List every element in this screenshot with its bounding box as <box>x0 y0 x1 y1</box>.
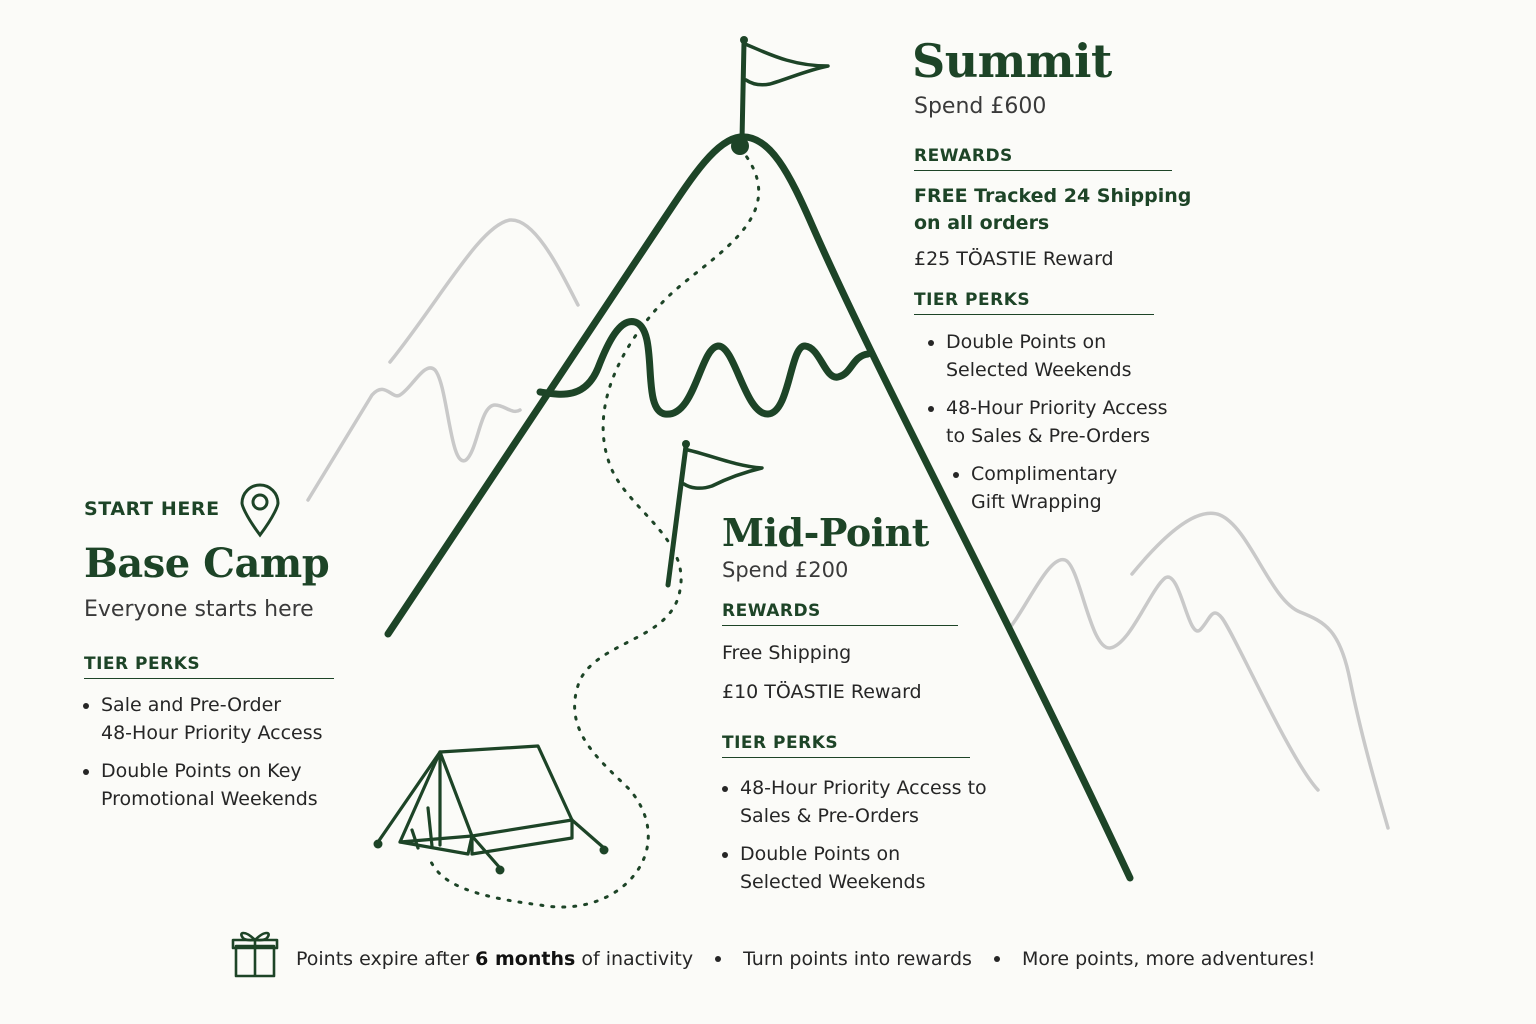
basecamp-title: Base Camp <box>84 540 330 587</box>
basecamp-subtitle: Everyone starts here <box>84 597 314 622</box>
tent-icon <box>376 744 606 870</box>
footer-notes: Points expire after 6 months of inactivi… <box>232 934 1316 984</box>
summit-title: Summit <box>912 34 1112 88</box>
footer-separator <box>993 956 1000 962</box>
footer-item-3: More points, more adventures! <box>1021 948 1316 970</box>
flag-icon <box>665 443 764 588</box>
midpoint-reward-1: Free Shipping <box>722 642 852 664</box>
summit-rewards: FREE Tracked 24 Shipping on all orders £… <box>914 183 1191 273</box>
footer-separator <box>715 956 722 962</box>
summit-spend: Spend £600 <box>914 94 1047 119</box>
flag-icon <box>739 39 830 143</box>
gift-icon <box>231 931 279 978</box>
main-mountain <box>384 133 1134 882</box>
location-pin-icon <box>240 483 280 538</box>
basecamp-kicker: START HERE <box>84 498 220 520</box>
midpoint-reward-2: £10 TÖASTIE Reward <box>722 681 922 703</box>
summit-reward-2: £25 TÖASTIE Reward <box>914 248 1114 270</box>
summit-marker <box>731 137 749 155</box>
summit-perks-heading: TIER PERKS <box>914 290 1154 315</box>
footer-expiry: Points expire after 6 months of inactivi… <box>296 948 694 970</box>
basecamp-perks-heading: TIER PERKS <box>84 654 334 679</box>
midpoint-spend: Spend £200 <box>722 558 849 582</box>
background-mountains-left <box>306 218 580 502</box>
midpoint-title: Mid-Point <box>722 510 929 555</box>
footer-item-2: Turn points into rewards <box>743 948 972 970</box>
summit-reward-highlight-2: on all orders <box>914 212 1050 234</box>
background-mountains-right <box>1010 511 1390 830</box>
midpoint-perks-heading: TIER PERKS <box>722 733 970 758</box>
midpoint-rewards-heading: REWARDS <box>722 601 958 626</box>
summit-reward-highlight-1: FREE Tracked 24 Shipping <box>914 185 1192 207</box>
summit-rewards-heading: REWARDS <box>914 146 1172 171</box>
trail-path <box>428 146 761 909</box>
